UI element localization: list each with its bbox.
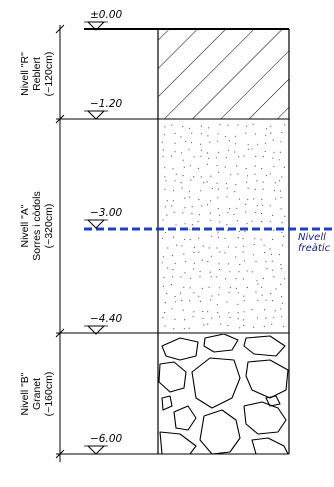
layer-label-A: Nivell "A" Sorres i còdols (~320cm) (19, 191, 55, 260)
layer-R-thickness: (~120cm) (43, 52, 55, 97)
water-table-label-1: Nivell (298, 232, 326, 243)
dimension-line (55, 24, 65, 462)
layer-A-fill (161, 123, 286, 330)
water-table: Nivell freàtic (84, 227, 334, 254)
water-table-label-2: freàtic (298, 242, 331, 254)
layer-label-R: Nivell "R" Reblert (~120cm) (19, 52, 55, 97)
layer-R-name: Nivell "R" (19, 52, 31, 96)
layer-R-fill (158, 29, 289, 119)
layer-R-material: Reblert (31, 57, 43, 91)
level-label-0: ±0.00 (90, 9, 122, 21)
level-marker-0: ±0.00 (84, 9, 122, 31)
layer-A-thickness: (~320cm) (43, 204, 55, 249)
level-lines (56, 28, 289, 455)
layer-A-name: Nivell "A" (19, 204, 31, 247)
level-triangle-icon (86, 110, 106, 120)
level-marker-4: −6.00 (84, 433, 122, 455)
level-triangle-icon (86, 219, 106, 229)
level-label-1: −1.20 (90, 98, 122, 110)
layer-B-fill (158, 334, 289, 454)
level-label-4: −6.00 (90, 433, 122, 445)
layer-A-material: Sorres i còdols (31, 191, 43, 260)
level-label-2: −3.00 (90, 207, 122, 219)
layer-B-name: Nivell "B" (19, 372, 31, 415)
level-marker-2: −3.00 (84, 207, 122, 229)
layer-B-thickness: (~160cm) (43, 372, 55, 417)
layer-label-B: Nivell "B" Granet (~160cm) (19, 372, 55, 417)
layer-B-material: Granet (31, 378, 43, 410)
level-label-3: −4.40 (90, 313, 122, 325)
level-marker-1: −1.20 (84, 98, 122, 120)
level-marker-3: −4.40 (84, 313, 122, 335)
stratum-column (157, 29, 290, 454)
level-triangle-icon (86, 445, 106, 455)
